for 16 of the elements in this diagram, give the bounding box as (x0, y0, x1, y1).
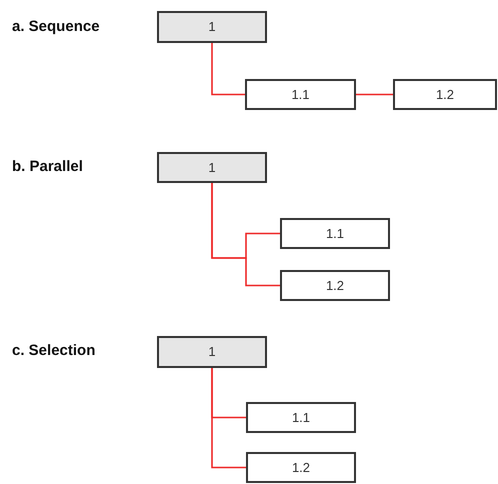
connector-line (211, 368, 246, 468)
parent-box: 1 (157, 152, 267, 183)
child-box: 1.2 (280, 270, 390, 301)
connector-line (211, 43, 245, 96)
child-box: 1.1 (245, 79, 356, 110)
section-title: b. Parallel (12, 157, 83, 177)
parent-box: 1 (157, 11, 267, 43)
section-title: c. Selection (12, 341, 96, 361)
connector-line (356, 94, 393, 96)
child-box: 1.2 (246, 452, 356, 483)
child-box: 1.1 (246, 402, 356, 433)
parent-box: 1 (157, 336, 267, 368)
section-title: a. Sequence (12, 17, 100, 37)
connector-line (211, 183, 280, 286)
child-box: 1.1 (280, 218, 390, 249)
child-box: 1.2 (393, 79, 497, 110)
